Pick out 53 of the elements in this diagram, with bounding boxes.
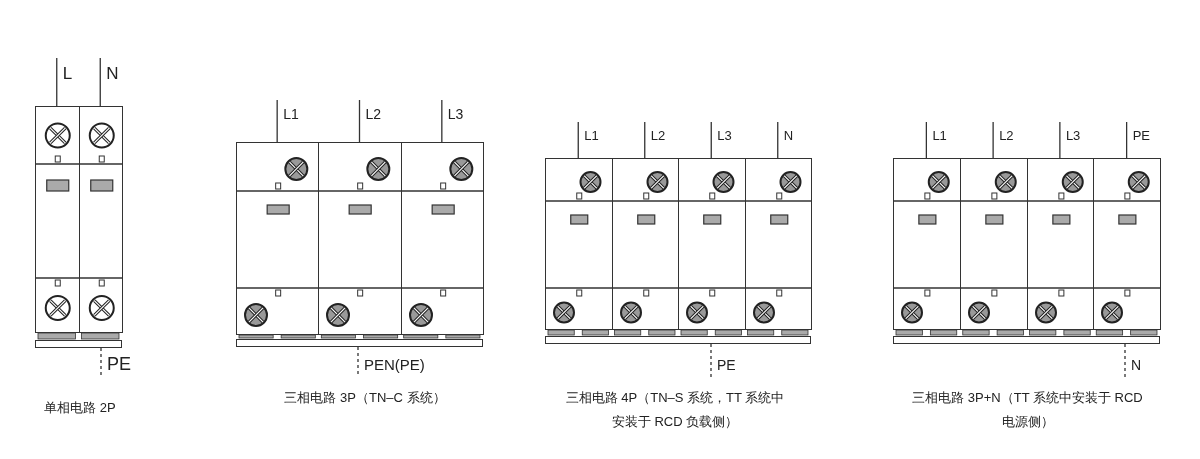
module-box	[78, 106, 123, 333]
terminal-label: L3	[441, 100, 464, 124]
wire	[1126, 121, 1128, 159]
terminal-label: L	[56, 58, 73, 85]
wire	[577, 121, 579, 159]
wire	[992, 121, 994, 159]
module-box	[678, 158, 746, 330]
module-box	[893, 158, 961, 330]
module-box	[1093, 158, 1161, 330]
terminal-label: L2	[993, 122, 1014, 145]
module-box	[236, 142, 320, 335]
base-rail	[236, 339, 483, 347]
wire	[276, 99, 278, 143]
dashed-wire	[710, 343, 712, 378]
module-box	[35, 106, 80, 333]
terminal-label: L1	[926, 122, 947, 145]
caption: 三相电路 3P+N（TT 系统中安装于 RCD 电源侧）	[911, 389, 1144, 431]
wire	[644, 121, 646, 159]
terminal-label: PEN(PE)	[358, 349, 425, 377]
terminal-label: PE	[711, 350, 736, 377]
caption: 单相电路 2P	[43, 399, 117, 417]
dashed-wire	[1124, 343, 1126, 378]
base-rail	[893, 336, 1160, 344]
wire	[358, 99, 361, 143]
base-rail	[35, 340, 122, 348]
terminal-label: PE	[1126, 122, 1150, 145]
wire	[441, 99, 443, 143]
terminal-label: N	[1125, 350, 1142, 377]
module-box	[545, 158, 613, 330]
wire	[1059, 121, 1061, 159]
wire	[99, 57, 101, 107]
module-box	[959, 158, 1028, 330]
wire	[777, 121, 779, 159]
terminal-label: N	[100, 58, 119, 85]
module-box	[744, 158, 812, 330]
base-rail	[545, 336, 811, 344]
terminal-label: PE	[101, 347, 131, 378]
terminal-label: N	[777, 122, 794, 145]
terminal-label: L1	[277, 100, 299, 124]
caption: 三相电路 3P（TN–C 系统）	[283, 389, 447, 407]
module-box	[318, 142, 402, 335]
module-box	[400, 142, 484, 335]
terminal-label: L3	[711, 122, 732, 145]
terminal-label: L3	[1059, 122, 1081, 145]
terminal-label: L2	[359, 100, 382, 124]
caption: 三相电路 4P（TN–S 系统，TT 系统中安装于 RCD 负载侧）	[564, 389, 786, 431]
terminal-label: L2	[644, 122, 666, 145]
wire	[56, 57, 58, 107]
terminal-label: L1	[578, 122, 599, 145]
wire	[710, 121, 712, 159]
module-box	[611, 158, 679, 330]
wire	[925, 121, 928, 159]
module-box	[1026, 158, 1095, 330]
